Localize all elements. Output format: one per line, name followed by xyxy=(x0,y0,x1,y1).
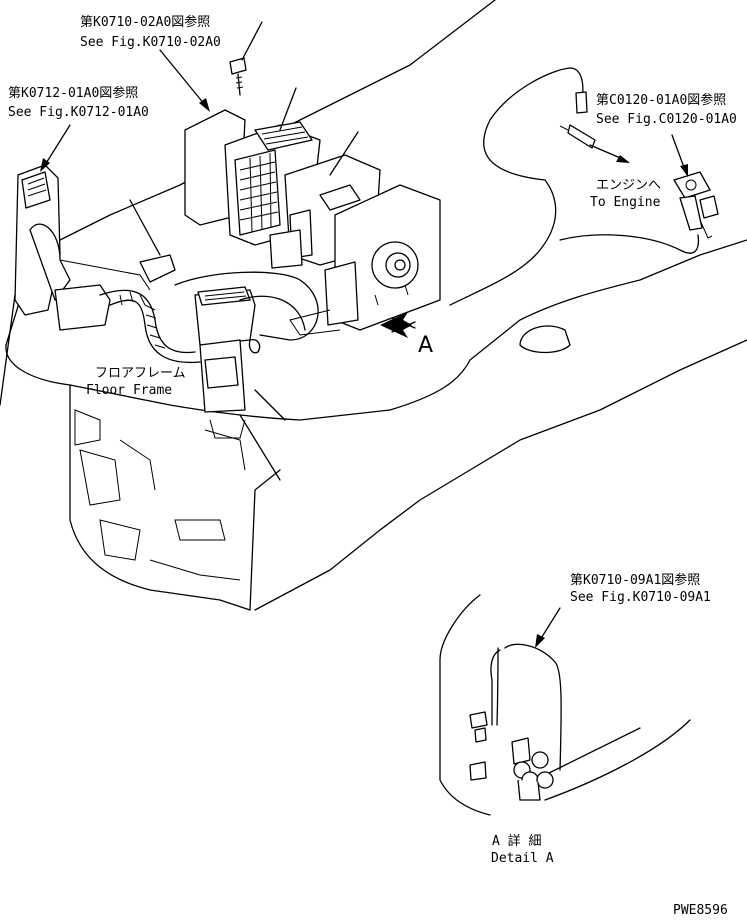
floor-frame-en-label: Floor Frame xyxy=(86,383,172,398)
bolt-top xyxy=(229,57,247,96)
leader-lines xyxy=(0,21,688,648)
fig-0710-02-en-label: See Fig.K0710-02A0 xyxy=(80,35,221,50)
fig-0710-09-jp-label: 第K0710-09A1図参照 xyxy=(570,572,700,588)
drawing-number: PWE8596 xyxy=(673,903,728,918)
fig-0710-02-jp-label: 第K0710-02A0図参照 xyxy=(80,14,210,30)
center-vent xyxy=(194,286,261,439)
fig-0712-01-jp-label: 第K0712-01A0図参照 xyxy=(8,85,138,101)
left-vent-duct xyxy=(14,164,176,331)
center-hose xyxy=(99,289,201,364)
view-a-arrow xyxy=(380,312,416,338)
fig-0710-09-en-label: See Fig.K0710-09A1 xyxy=(570,590,711,605)
fig-c0120-01-jp-label: 第C0120-01A0図参照 xyxy=(596,92,726,108)
to-engine-en-label: To Engine xyxy=(590,195,661,210)
detail-a-en-label: Detail A xyxy=(491,851,554,866)
fig-0712-01-en-label: See Fig.K0712-01A0 xyxy=(8,105,149,120)
detail-a-view xyxy=(439,594,691,816)
floor-frame-jp-label: フロアフレーム xyxy=(95,366,186,381)
fig-c0120-01-en-label: See Fig.C0120-01A0 xyxy=(596,112,737,127)
to-engine-jp-label: エンジンへ xyxy=(596,178,661,193)
detail-a-jp-label: A 詳 細 xyxy=(492,833,541,849)
hvac-unit xyxy=(184,109,441,336)
view-a-label: A xyxy=(418,333,433,358)
engine-cable xyxy=(449,67,719,306)
